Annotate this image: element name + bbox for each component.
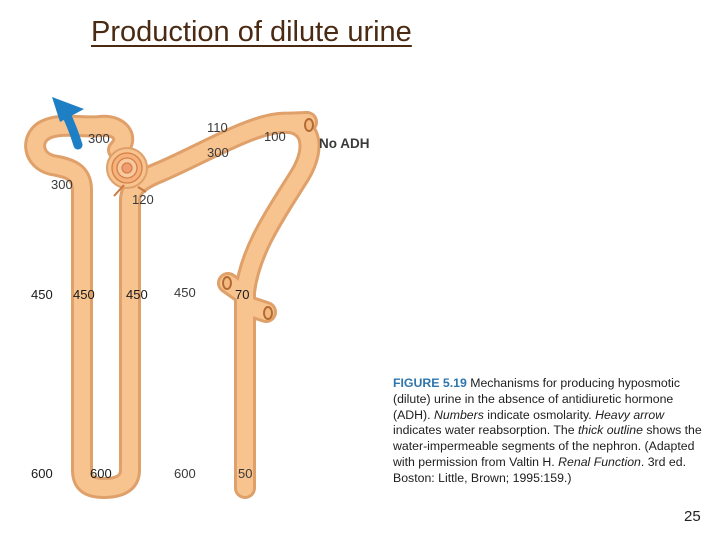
caption-italic: thick outline bbox=[578, 423, 643, 438]
caption-text: indicate osmolarity. bbox=[483, 407, 596, 422]
caption-italic: Heavy arrow bbox=[595, 407, 665, 422]
caption-text: indicates water reabsorption. The bbox=[393, 423, 579, 438]
label-450-col1: 450 bbox=[31, 287, 53, 302]
nephron-tubule bbox=[24, 111, 321, 499]
label-450-col3: 450 bbox=[126, 287, 148, 302]
label-100: 100 bbox=[264, 129, 286, 144]
label-70: 70 bbox=[235, 287, 249, 302]
figure-number: FIGURE 5.19 bbox=[393, 376, 467, 390]
figure-caption: FIGURE 5.19 Mechanisms for producing hyp… bbox=[393, 376, 705, 487]
label-600-inner: 600 bbox=[174, 466, 196, 481]
glomerulus bbox=[106, 147, 148, 197]
water-reabsorption-arrow bbox=[52, 97, 84, 150]
label-600-col1: 600 bbox=[31, 466, 53, 481]
page-title: Production of dilute urine bbox=[91, 16, 412, 48]
caption-text: shows the water-impermeable segments of … bbox=[393, 423, 702, 469]
page-number: 25 bbox=[684, 508, 701, 525]
caption-italic: Renal Function bbox=[558, 454, 641, 469]
label-300-top-left: 300 bbox=[88, 131, 110, 146]
label-450-col2: 450 bbox=[73, 287, 95, 302]
label-no-adh: No ADH bbox=[319, 136, 370, 151]
open-tube-ends bbox=[222, 118, 314, 320]
label-50: 50 bbox=[238, 466, 252, 481]
label-600-col2: 600 bbox=[90, 466, 112, 481]
label-110: 110 bbox=[207, 120, 228, 135]
label-450-inner: 450 bbox=[174, 285, 196, 300]
label-300-distal: 300 bbox=[207, 145, 229, 160]
label-300-left: 300 bbox=[51, 177, 73, 192]
caption-text: . 3rd ed. Boston: Little, Brown; 1995:15… bbox=[393, 454, 686, 485]
caption-text: Mechanisms for producing hyposmotic (dil… bbox=[393, 376, 681, 422]
label-120: 120 bbox=[132, 192, 154, 207]
caption-italic: Numbers bbox=[434, 407, 484, 422]
